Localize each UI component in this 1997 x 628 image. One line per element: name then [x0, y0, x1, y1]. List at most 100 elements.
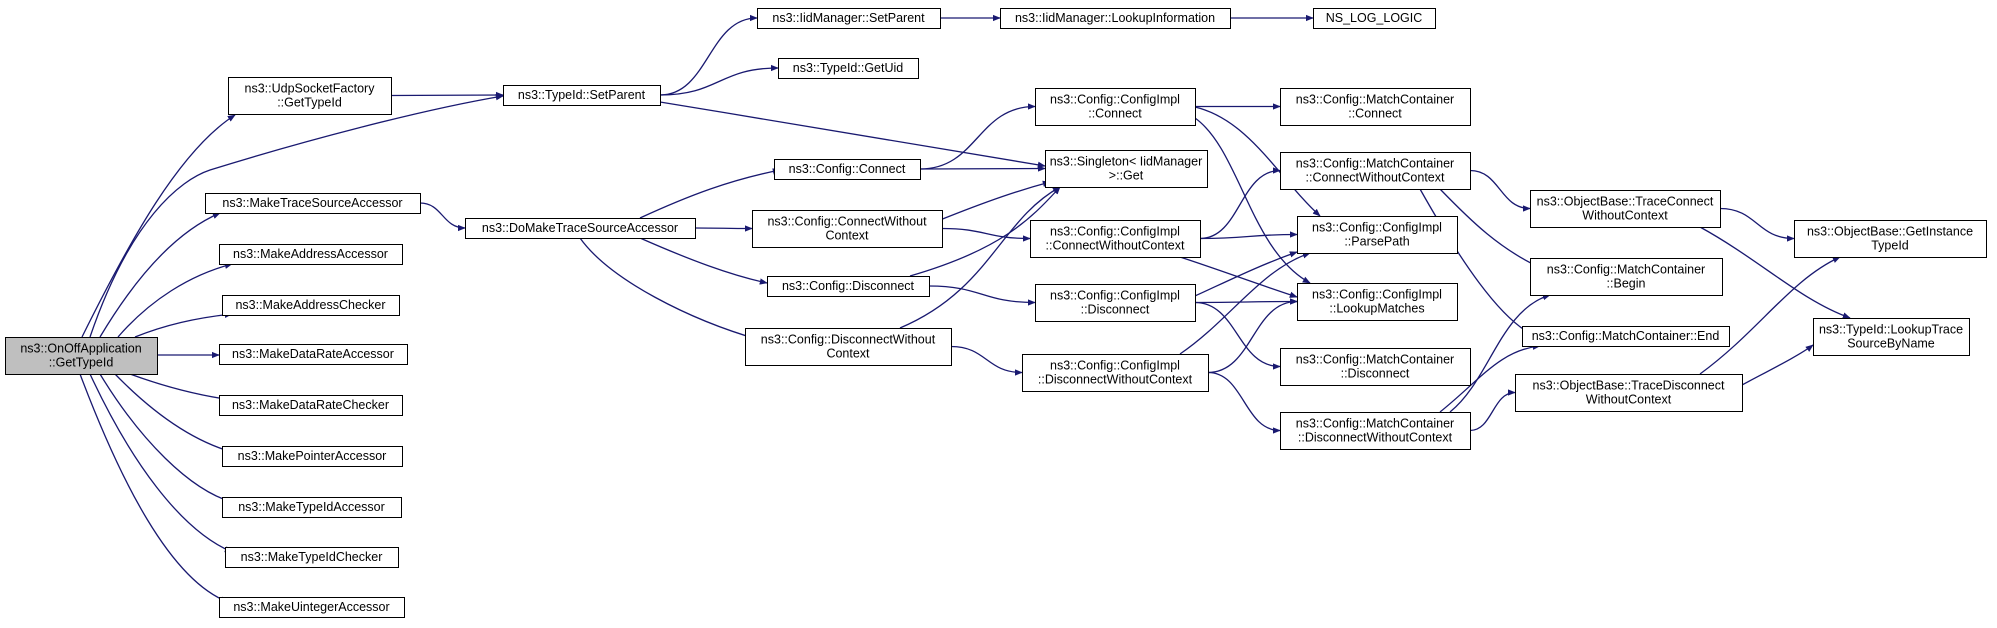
node-label-line: ns3::DoMakeTraceSourceAccessor [482, 221, 678, 235]
node-box [219, 244, 403, 265]
node-ns3-objectbase-tracedisconnectwithoutcontext[interactable]: ns3::ObjectBase::TraceDisconnectWithoutC… [1515, 374, 1743, 412]
node-box [1000, 8, 1231, 29]
node-ns3-domaketracesourceaccessor[interactable]: ns3::DoMakeTraceSourceAccessor [465, 218, 696, 239]
node-ns3-config-disconnectwithoutcontext[interactable]: ns3::Config::DisconnectWithoutContext [745, 328, 952, 366]
node-ns3-config-matchcontainer-disconnect[interactable]: ns3::Config::MatchContainer::Disconnect [1280, 348, 1471, 386]
edge-n27-to-n28 [1207, 371, 1281, 434]
edge-n0-to-n37 [79, 373, 229, 603]
node-label-line: ns3::Config::ConfigImpl [1050, 359, 1180, 373]
node-label-line: ns3::Config::ConfigImpl [1050, 225, 1180, 239]
edge-n0-to-n36 [89, 373, 233, 553]
node-label-line: ns3::Config::MatchContainer [1547, 263, 1705, 277]
node-ns3-objectbase-traceconnectwithoutcontext[interactable]: ns3::ObjectBase::TraceConnectWithoutCont… [1530, 190, 1721, 228]
node-label-line: ns3::ObjectBase::TraceDisconnect [1533, 379, 1726, 393]
node-ns3-config-configimpl-connectwithoutcontext[interactable]: ns3::Config::ConfigImpl::ConnectWithoutC… [1030, 220, 1201, 258]
node-ns3-config-matchcontainer-begin[interactable]: ns3::Config::MatchContainer::Begin [1530, 258, 1723, 296]
node-ns3-config-connect[interactable]: ns3::Config::Connect [774, 159, 921, 180]
node-label-line: WithoutContext [1582, 209, 1668, 223]
node-ns3-config-configimpl-disconnect[interactable]: ns3::Config::ConfigImpl::Disconnect [1035, 284, 1196, 322]
node-ns3-typeid-setparent[interactable]: ns3::TypeId::SetParent [503, 85, 661, 106]
node-ns3-makedatarateaccessor[interactable]: ns3::MakeDataRateAccessor [219, 344, 408, 365]
node-ns3-config-matchcontainer-disconnectwithoutcontext[interactable]: ns3::Config::MatchContainer::DisconnectW… [1280, 412, 1471, 450]
node-ns3-config-matchcontainer-connectwithoutcontext[interactable]: ns3::Config::MatchContainer::ConnectWith… [1280, 152, 1471, 190]
node-box [1280, 348, 1471, 386]
node-ns3-maketypeidaccessor[interactable]: ns3::MakeTypeIdAccessor [222, 497, 402, 518]
node-ns3-onoffapplication-gettypeid[interactable]: ns3::OnOffApplication::GetTypeId [5, 337, 158, 375]
edge-n0-to-n33 [129, 373, 233, 403]
node-label-line: Context [825, 229, 869, 243]
node-label-line: ::ParsePath [1344, 235, 1409, 249]
node-ns3-makepointeraccessor[interactable]: ns3::MakePointerAccessor [222, 446, 403, 467]
node-label-line: NS_LOG_LOGIC [1326, 11, 1423, 25]
node-box [1813, 318, 1970, 356]
node-label-line: ns3::UdpSocketFactory [245, 82, 376, 96]
node-ns3-makedataratechecker[interactable]: ns3::MakeDataRateChecker [219, 395, 403, 416]
node-label-line: ::ConnectWithoutContext [1046, 239, 1185, 253]
edge-n11-to-n14 [1194, 117, 1311, 284]
node-label-line: >::Get [1109, 169, 1144, 183]
edge-n0-to-n34 [114, 373, 233, 454]
edge-n28-to-n22 [1439, 343, 1541, 413]
node-box [219, 395, 403, 416]
node-label-line: ns3::MakeUintegerAccessor [233, 600, 389, 614]
node-ns3-config-matchcontainer-end[interactable]: ns3::Config::MatchContainer::End [1522, 326, 1730, 347]
node-ns3-makeuintegeraccessor[interactable]: ns3::MakeUintegerAccessor [219, 597, 405, 618]
edge-n24-to-n14 [1194, 298, 1298, 305]
node-box [225, 547, 399, 568]
node-ns3-config-configimpl-parsepath[interactable]: ns3::Config::ConfigImpl::ParsePath [1297, 216, 1458, 254]
node-ns3-maketracesourceaccessor[interactable]: ns3::MakeTraceSourceAccessor [205, 193, 421, 214]
node-ns3-makeaddressaccessor[interactable]: ns3::MakeAddressAccessor [219, 244, 403, 265]
node-label-line: ns3::IidManager::SetParent [772, 11, 925, 25]
node-label-line: ns3::Config::ConfigImpl [1312, 288, 1442, 302]
node-label-line: ns3::Singleton< IidManager [1050, 155, 1203, 169]
node-box [222, 497, 402, 518]
node-ns3-iidmanager-setparent[interactable]: ns3::IidManager::SetParent [757, 8, 941, 29]
node-label-line: ::LookupMatches [1329, 302, 1424, 316]
node-label-line: ns3::MakeDataRateAccessor [232, 347, 394, 361]
node-box [774, 159, 921, 180]
node-label-line: ns3::IidManager::LookupInformation [1015, 11, 1215, 25]
edge-n9-to-n23 [639, 237, 768, 285]
node-label-line: Context [826, 347, 870, 361]
node-label-line: ::Disconnect [1081, 303, 1150, 317]
node-ns3-config-configimpl-connect[interactable]: ns3::Config::ConfigImpl::Connect [1035, 88, 1196, 126]
node-box [1297, 283, 1458, 321]
node-label-line: ns3::TypeId::SetParent [518, 88, 646, 102]
node-label-line: ns3::Config::MatchContainer [1296, 417, 1454, 431]
node-label-line: ::GetTypeId [49, 356, 114, 370]
node-box [1280, 88, 1471, 126]
node-ns3-udpsocketfactory-gettypeid[interactable]: ns3::UdpSocketFactory::GetTypeId [228, 77, 392, 115]
node-ns3-config-configimpl-lookupmatches[interactable]: ns3::Config::ConfigImpl::LookupMatches [1297, 283, 1458, 321]
node-box [1022, 354, 1209, 392]
node-box [219, 344, 408, 365]
node-box [503, 85, 661, 106]
node-label-line: ns3::TypeId::LookupTrace [1819, 323, 1963, 337]
node-ns3-config-configimpl-disconnectwithoutcontext[interactable]: ns3::Config::ConfigImpl::DisconnectWitho… [1022, 354, 1209, 392]
node-box [778, 58, 919, 79]
edge-n23-to-n24 [928, 285, 1036, 306]
node-ns3-singleton-iidmanager-get[interactable]: ns3::Singleton< IidManager >::Get [1045, 150, 1208, 188]
node-label-line: ns3::Config::MatchContainer::End [1532, 329, 1720, 343]
edge-n27-to-n13 [1179, 252, 1311, 355]
node-label-line: WithoutContext [1586, 393, 1672, 407]
node-box [1280, 152, 1471, 190]
node-ns3-config-disconnect[interactable]: ns3::Config::Disconnect [767, 276, 930, 297]
node-ns3-maketypeidchecker[interactable]: ns3::MakeTypeIdChecker [225, 547, 399, 568]
node-ns3-typeid-getuid[interactable]: ns3::TypeId::GetUid [778, 58, 919, 79]
node-label-line: ::ConnectWithoutContext [1306, 171, 1445, 185]
node-box [205, 193, 421, 214]
node-ns3-iidmanager-lookupinformation[interactable]: ns3::IidManager::LookupInformation [1000, 8, 1231, 29]
edge-n17-to-n18 [1469, 169, 1531, 212]
node-label-line: ns3::MakePointerAccessor [238, 449, 387, 463]
edge-n0-to-n31 [134, 311, 233, 338]
edge-n23-to-n7 [909, 186, 1061, 277]
node-label-line: ns3::Config::DisconnectWithout [761, 333, 936, 347]
node-ns3-config-connectwithoutcontext[interactable]: ns3::Config::ConnectWithoutContext [752, 210, 943, 248]
node-box [1794, 220, 1987, 258]
node-ns3-makeaddresschecker[interactable]: ns3::MakeAddressChecker [222, 295, 400, 316]
node-ns-log-logic[interactable]: NS_LOG_LOGIC [1313, 8, 1436, 29]
edge-n10-to-n7 [919, 165, 1046, 172]
node-ns3-config-matchcontainer-connect[interactable]: ns3::Config::MatchContainer::Connect [1280, 88, 1471, 126]
